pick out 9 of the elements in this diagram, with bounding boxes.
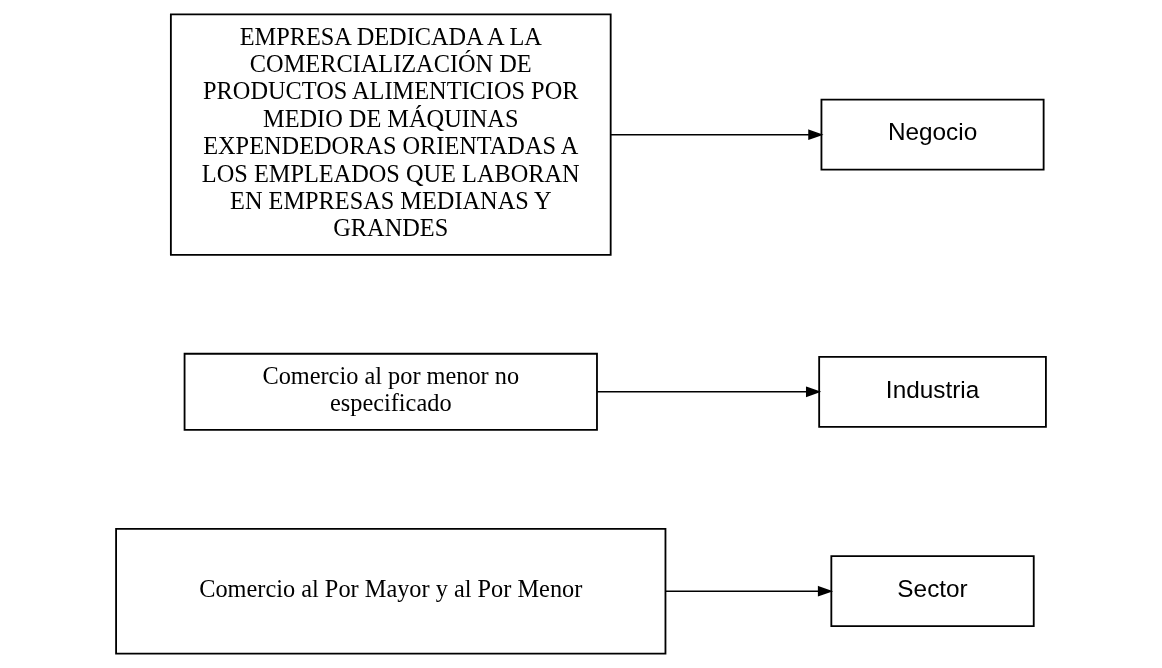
node-box: Negocio	[820, 98, 1045, 171]
node-box: EMPRESA DEDICADA A LA COMERCIALIZACIÓN DE PRODUCTOS ALIMENTICIOS POR MEDIO DE MÁQUINAS EXPENDEDORAS ORIENTADAS A LOS EMPLEADOS QUE LABORAN EN EMPRESAS MEDIANAS Y GRANDES	[169, 13, 612, 256]
arrow	[610, 129, 824, 140]
node-box: Industria	[818, 355, 1047, 428]
node-box: Comercio al Por Mayor y al Por Menor	[115, 527, 667, 655]
arrow	[664, 585, 834, 597]
node-box: Comercio al por menor no especificado	[183, 352, 598, 431]
node-box: Sector	[830, 555, 1035, 628]
arrow	[596, 386, 822, 398]
